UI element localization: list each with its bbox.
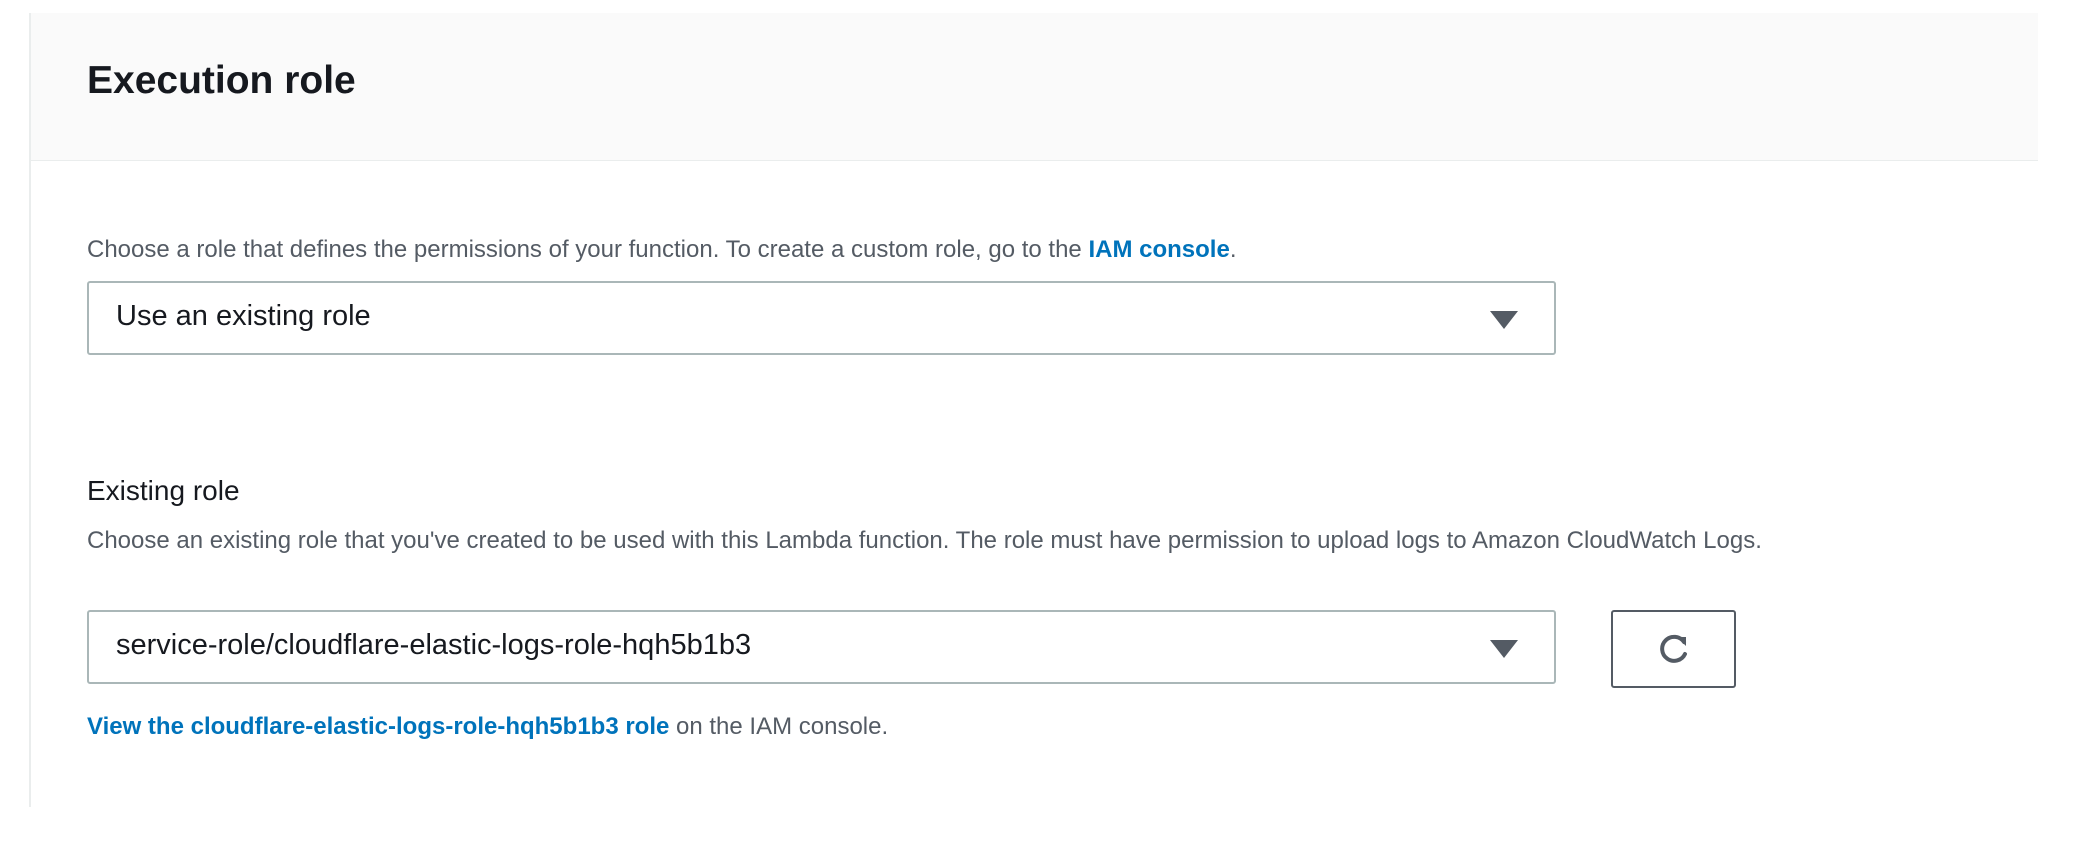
- existing-role-description: Choose an existing role that you've crea…: [87, 527, 1762, 554]
- role-description-period: .: [1229, 236, 1237, 263]
- role-description-text: Choose a role that defines the permissio…: [87, 236, 1089, 263]
- existing-role-label: Existing role: [87, 475, 240, 506]
- view-role-suffix: on the IAM console.: [669, 713, 889, 740]
- refresh-icon: [1659, 634, 1687, 663]
- view-role-note: View the cloudflare-elastic-logs-role-hq…: [87, 713, 888, 741]
- existing-role-value: service-role/cloudflare-elastic-logs-rol…: [116, 629, 752, 661]
- panel-header: Execution role: [31, 13, 2038, 161]
- caret-down-icon: [1490, 640, 1518, 658]
- role-type-select[interactable]: Use an existing role: [87, 281, 1556, 355]
- role-description: Choose a role that defines the permissio…: [87, 232, 1236, 267]
- existing-role-select[interactable]: service-role/cloudflare-elastic-logs-rol…: [87, 610, 1556, 684]
- refresh-button[interactable]: [1611, 610, 1736, 688]
- panel-title: Execution role: [87, 59, 356, 102]
- execution-role-panel: Execution role Choose a role that define…: [29, 13, 2038, 807]
- caret-down-icon: [1490, 311, 1518, 329]
- iam-console-link[interactable]: IAM console: [1088, 236, 1230, 263]
- view-role-link[interactable]: View the cloudflare-elastic-logs-role-hq…: [87, 713, 670, 740]
- role-type-value: Use an existing role: [116, 300, 371, 332]
